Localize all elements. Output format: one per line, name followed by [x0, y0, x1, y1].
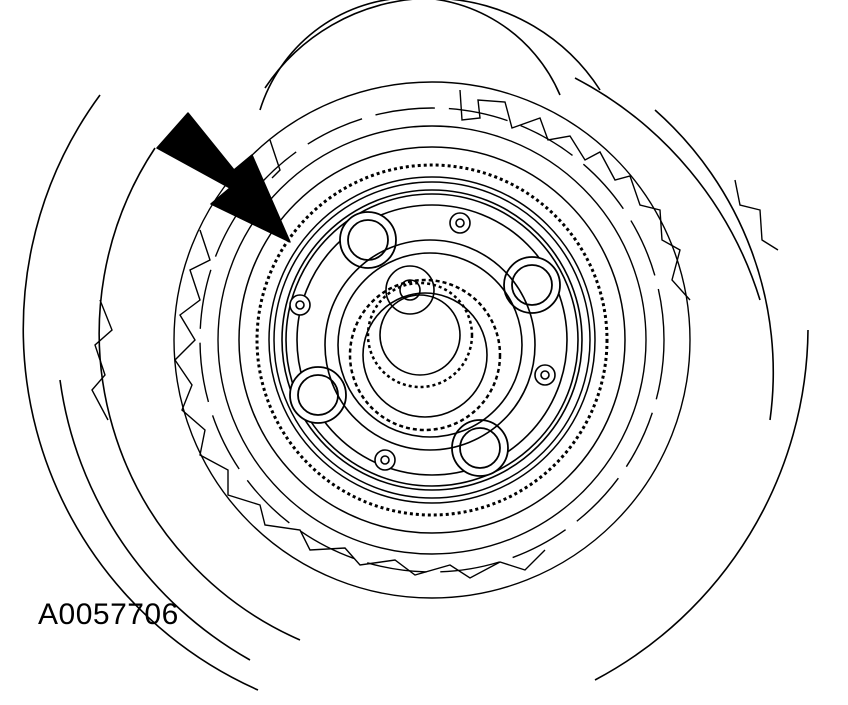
clutch-plates	[91, 81, 779, 599]
planet-pinions	[289, 211, 561, 477]
ring-gear	[238, 146, 626, 534]
outer-housing	[22, 0, 809, 691]
figure-id-label: A0057706	[38, 598, 179, 631]
carrier-rivets	[289, 212, 556, 471]
planet-carrier	[281, 189, 583, 491]
arrow-pointer-icon	[156, 112, 291, 243]
sun-gear-hub	[324, 239, 536, 451]
